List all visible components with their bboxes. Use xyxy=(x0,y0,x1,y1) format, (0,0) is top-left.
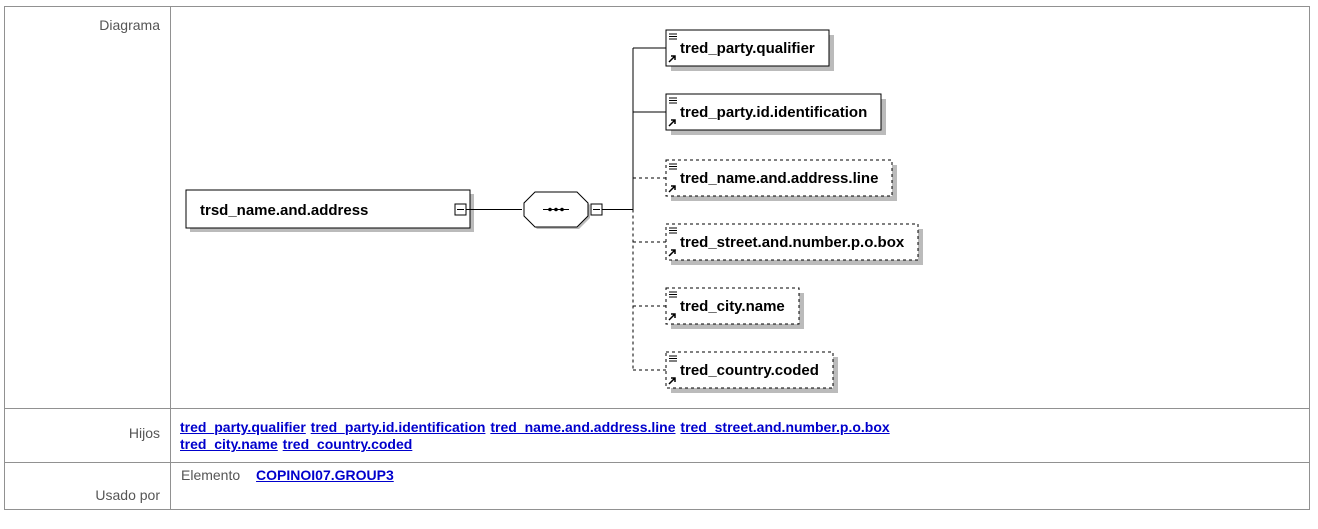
root-element-label: trsd_name.and.address xyxy=(200,202,368,219)
diagram-cell: trsd_name.and.address xyxy=(170,6,1310,409)
used-by-row: Usado por Elemento COPINOI07.GROUP3 xyxy=(4,462,1310,510)
child-link[interactable]: tred_name.and.address.line xyxy=(490,419,676,435)
child-link[interactable]: tred_city.name xyxy=(180,436,278,452)
element-reference-icon xyxy=(668,33,677,63)
children-label: Hijos xyxy=(4,408,171,463)
element-reference-icon xyxy=(668,291,677,321)
child-element-label: tred_party.id.identification xyxy=(680,104,867,121)
child-element-box[interactable]: tred_street.and.number.p.o.box xyxy=(633,223,923,265)
child-element-box[interactable]: tred_name.and.address.line xyxy=(633,159,897,201)
diagram-row: Diagrama trsd_name.and.address xyxy=(4,6,1310,409)
child-link[interactable]: tred_party.qualifier xyxy=(180,419,306,435)
diagram-label: Diagrama xyxy=(4,6,171,409)
element-reference-icon xyxy=(668,227,677,257)
children-group: tred_party.qualifier tred_party.id.identi… xyxy=(633,29,923,393)
child-element-box[interactable]: tred_party.qualifier xyxy=(633,29,834,71)
children-row: Hijos tred_party.qualifier tred_party.id… xyxy=(4,408,1310,463)
schema-diagram: trsd_name.and.address xyxy=(185,29,923,393)
sequence-compositor[interactable] xyxy=(523,191,603,229)
child-element-label: tred_party.qualifier xyxy=(680,40,815,57)
child-element-box[interactable]: tred_city.name xyxy=(633,287,804,329)
child-link[interactable]: tred_street.and.number.p.o.box xyxy=(680,419,890,435)
used-by-content: Elemento COPINOI07.GROUP3 xyxy=(170,462,1310,510)
used-by-label: Usado por xyxy=(4,462,171,510)
child-element-label: tred_street.and.number.p.o.box xyxy=(680,234,905,251)
root-element[interactable]: trsd_name.and.address xyxy=(185,189,474,232)
child-element-label: tred_country.coded xyxy=(680,362,819,379)
child-element-label: tred_name.and.address.line xyxy=(680,170,878,187)
child-element-label: tred_city.name xyxy=(680,298,785,315)
element-reference-icon xyxy=(668,97,677,127)
used-by-link[interactable]: COPINOI07.GROUP3 xyxy=(256,467,394,483)
child-link[interactable]: tred_country.coded xyxy=(282,436,413,452)
used-by-kind: Elemento xyxy=(181,467,241,483)
schema-doc-table: Diagrama trsd_name.and.address xyxy=(4,6,1310,510)
child-element-box[interactable]: tred_party.id.identification xyxy=(633,93,886,135)
child-link[interactable]: tred_party.id.identification xyxy=(310,419,486,435)
children-links: tred_party.qualifier tred_party.id.ident… xyxy=(170,408,1310,463)
child-element-box[interactable]: tred_country.coded xyxy=(633,351,838,393)
element-reference-icon xyxy=(668,355,677,385)
element-reference-icon xyxy=(668,163,677,193)
